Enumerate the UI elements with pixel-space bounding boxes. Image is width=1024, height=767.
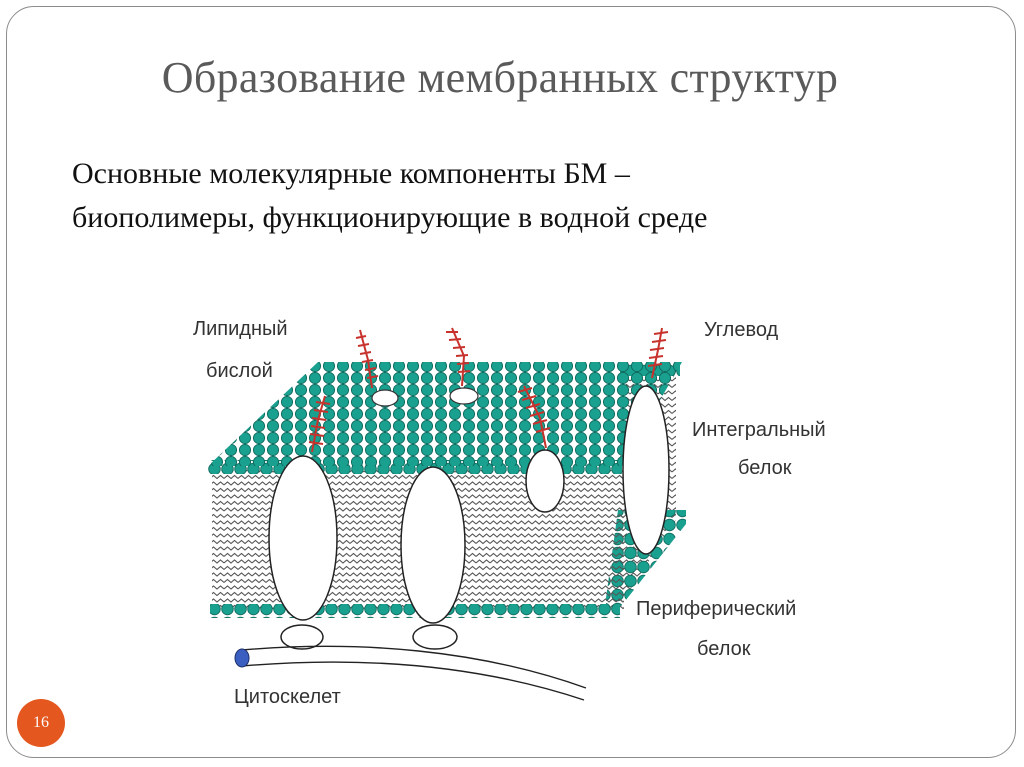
cytoskeleton-filament bbox=[234, 645, 587, 701]
page-number: 16 bbox=[33, 714, 49, 731]
page-number-badge: 16 bbox=[17, 699, 65, 747]
top-opening-1 bbox=[371, 389, 399, 407]
label-peripheral-protein-2: белок bbox=[697, 638, 751, 660]
membrane-top-face bbox=[208, 362, 682, 466]
label-carbohydrate: Углевод bbox=[704, 319, 779, 341]
subtitle-line-2: биополимеры, функционирующие в водной ср… bbox=[72, 201, 708, 234]
label-integral-protein-1: Интегральный bbox=[692, 419, 826, 441]
label-lipid-bilayer-2: бислой bbox=[206, 360, 273, 382]
integral-protein-left bbox=[268, 455, 338, 621]
label-peripheral-protein-1: Периферический bbox=[636, 598, 796, 620]
peripheral-protein-left bbox=[280, 624, 324, 650]
label-lipid-bilayer-1: Липидный bbox=[193, 318, 288, 340]
top-opening-2 bbox=[449, 387, 479, 405]
carbohydrate-chains bbox=[308, 327, 669, 453]
slide-title: Образование мембранных структур bbox=[161, 53, 839, 102]
cytoskeleton-end bbox=[234, 648, 250, 668]
label-integral-protein-2: белок bbox=[738, 457, 792, 479]
label-cytoskeleton: Цитоскелет bbox=[234, 686, 341, 708]
peripheral-protein-middle bbox=[412, 624, 458, 650]
membrane-side-heads-bottom bbox=[606, 510, 686, 610]
subtitle-line-1: Основные молекулярные компоненты БМ – bbox=[72, 157, 630, 190]
integral-protein-middle bbox=[400, 466, 466, 624]
integral-protein-right bbox=[622, 385, 670, 555]
slide-subtitle: Основные молекулярные компоненты БМ – би… bbox=[72, 152, 932, 240]
integral-protein-small bbox=[525, 449, 565, 513]
